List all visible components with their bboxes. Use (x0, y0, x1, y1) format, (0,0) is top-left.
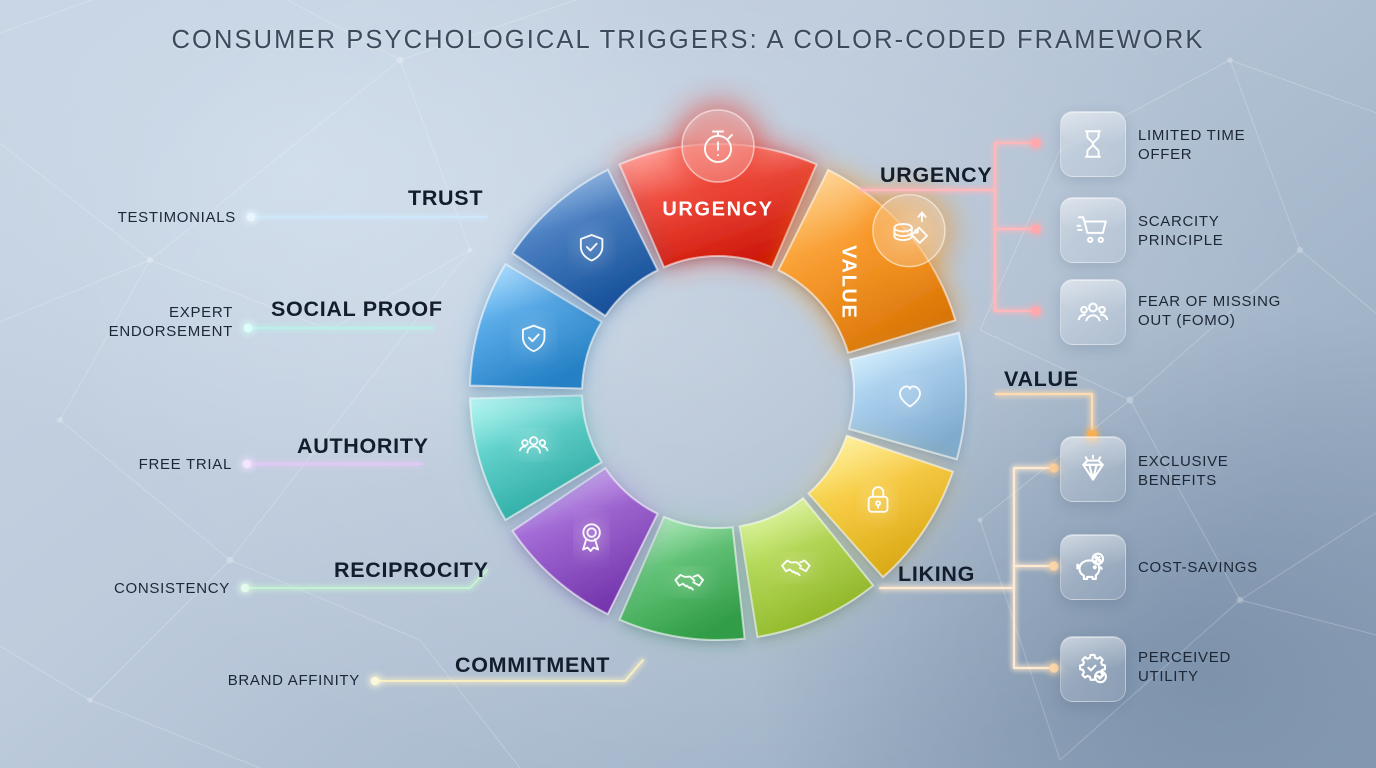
shield-check-icon (579, 234, 604, 262)
sub-label-expert-endorsement: EXPERT ENDORSEMENT (108, 304, 233, 341)
tile-perceived-utility[interactable] (1060, 636, 1126, 702)
people-group-icon (1077, 302, 1109, 322)
category-label-social-proof: SOCIAL PROOF (271, 297, 443, 321)
segment-sheen (512, 169, 658, 316)
tile-fear-of-missing-out[interactable] (1060, 279, 1126, 345)
segment-sheen (470, 395, 602, 520)
sub-label-limited-time-offer: LIMITED TIME OFFER (1138, 127, 1246, 164)
segment-sheen (778, 169, 956, 353)
category-label-commitment: COMMITMENT (455, 653, 611, 677)
segment-label-urgency: URGENCY (662, 198, 773, 220)
segment-sheen (619, 516, 745, 640)
handshake-icon (674, 574, 704, 591)
diamond-icon (1082, 454, 1104, 481)
category-label-liking: LIKING (898, 562, 976, 586)
sub-label-brand-affinity: BRAND AFFINITY (227, 672, 360, 689)
award-ribbon-icon (582, 523, 601, 552)
segment-sheen (739, 498, 874, 637)
category-label-trust: TRUST (408, 186, 484, 210)
sub-label-consistency: CONSISTENCY (113, 580, 230, 597)
tile-exclusive-benefits[interactable] (1060, 436, 1126, 502)
stopwatch-icon (703, 130, 733, 163)
handshake-icon (781, 559, 811, 577)
page-title: CONSUMER PSYCHOLOGICAL TRIGGERS: A COLOR… (171, 26, 1205, 54)
sub-label-scarcity-principle: SCARCITY PRINCIPLE (1138, 213, 1224, 250)
shield-check-icon (522, 324, 546, 353)
segment-sheen (619, 144, 817, 268)
people-group-icon (519, 436, 549, 454)
tile-scarcity-principle[interactable] (1060, 197, 1126, 263)
segment-label-value: VALUE (838, 245, 860, 319)
segment-sheen (808, 435, 953, 578)
gear-check-icon (1079, 653, 1107, 684)
trigger-wheel: URGENCY VALUE (404, 78, 1032, 706)
shopping-cart-icon (1076, 216, 1107, 244)
tile-limited-time-offer[interactable] (1060, 111, 1126, 177)
sub-label-exclusive-benefits: EXCLUSIVE BENEFITS (1138, 453, 1229, 490)
lock-icon (867, 486, 889, 513)
sub-label-free-trial: FREE TRIAL (138, 456, 232, 473)
sub-label-cost-savings: COST-SAVINGS (1138, 559, 1258, 576)
sub-label-testimonials: TESTIMONIALS (117, 209, 236, 226)
category-label-urgency: URGENCY (880, 163, 993, 187)
category-label-authority: AUTHORITY (297, 434, 429, 458)
hourglass-icon (1084, 130, 1102, 158)
sub-label-fear-of-missing-out: FEAR OF MISSING OUT (FOMO) (1138, 293, 1282, 330)
category-label-reciprocity: RECIPROCITY (334, 558, 489, 582)
price-tag-coins-icon (893, 211, 929, 244)
piggy-bank-percent-icon (1076, 552, 1105, 581)
category-label-value: VALUE (1004, 367, 1079, 391)
sub-label-perceived-utility: PERCEIVED UTILITY (1138, 649, 1231, 686)
heart-icon (899, 385, 921, 408)
segment-sheen (848, 332, 967, 460)
tile-cost-savings[interactable] (1060, 534, 1126, 600)
